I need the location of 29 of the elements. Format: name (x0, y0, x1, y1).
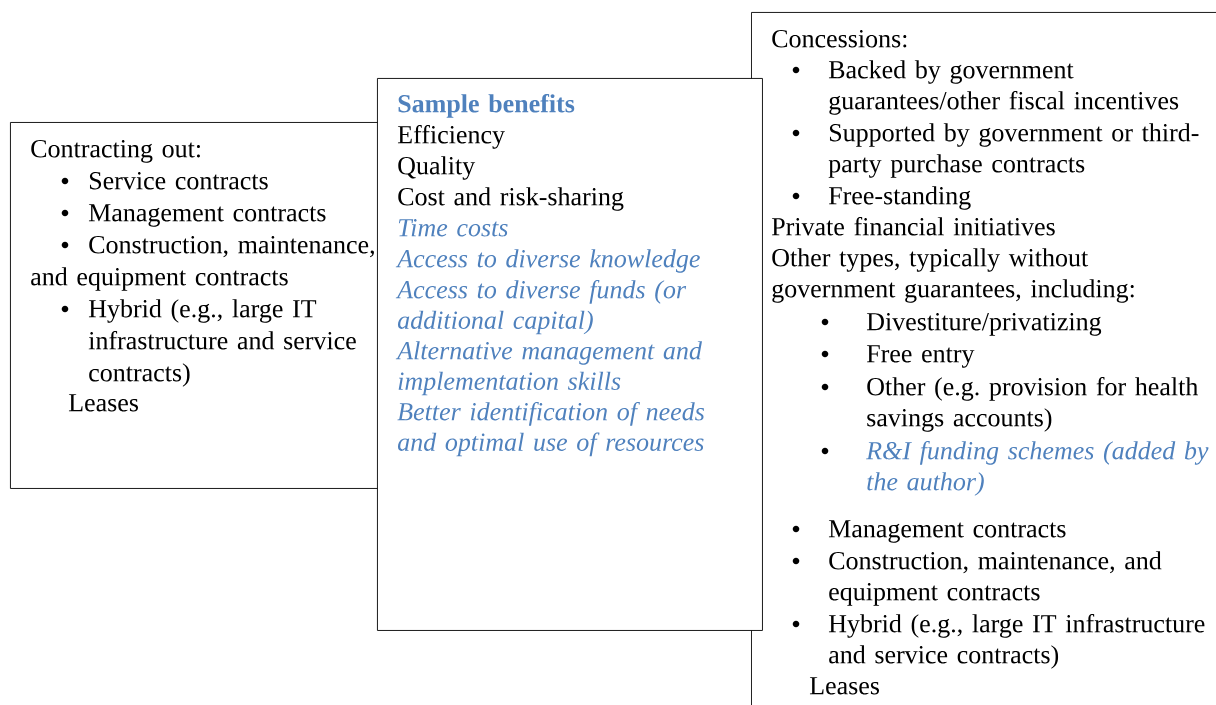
list-item: Supported by government or third-party purchase contracts (792, 123, 1199, 178)
list-item: Management contracts (61, 204, 326, 227)
text-line: Private financial initiatives (771, 216, 1055, 236)
text-line: Leases (809, 677, 879, 695)
list-item: R&I funding schemes (added by the author) (821, 440, 1209, 496)
list-item: Management contracts (792, 520, 1066, 543)
text-line: Contracting out: (31, 140, 200, 163)
text-line: Time costs (398, 219, 508, 237)
text-line: Better identification of needs and optimal use of resources (397, 401, 705, 457)
list-item: Free-standing (792, 186, 971, 210)
list-item: Construction, maintenance, and equipment contracts (792, 551, 1162, 606)
text-line: Concessions: (772, 30, 907, 48)
text-line: Leases (68, 394, 138, 412)
text-line: Other types, typically without government guarantees, including: (772, 248, 1134, 303)
list-item: Service contracts (61, 172, 268, 190)
list-item: Divestiture/privatizing (821, 313, 1102, 336)
text-line: Sample benefits (398, 93, 575, 118)
text-line: Alternative management and implementation skills (395, 341, 702, 396)
list-item: Construction, maintenance, and equipment contracts (31, 236, 374, 291)
list-item: Hybrid (e.g., large IT infrastructure and service contracts) (61, 299, 356, 387)
text-line: Efficiency (397, 124, 505, 149)
text-line: Cost and risk-sharing (398, 187, 624, 211)
list-item: Hybrid (e.g., large IT infrastructure and service contracts) (792, 613, 1205, 669)
text-line: Access to diverse knowledge (395, 249, 700, 273)
list-item: Backed by government guarantees/other fiscal incentives (792, 60, 1179, 115)
list-item: Free entry (821, 345, 975, 368)
text-line: Access to diverse funds (or additional capital) (395, 279, 687, 335)
text-line: Quality (398, 156, 476, 180)
list-item: Other (e.g. provision for health savings accounts) (821, 376, 1198, 432)
